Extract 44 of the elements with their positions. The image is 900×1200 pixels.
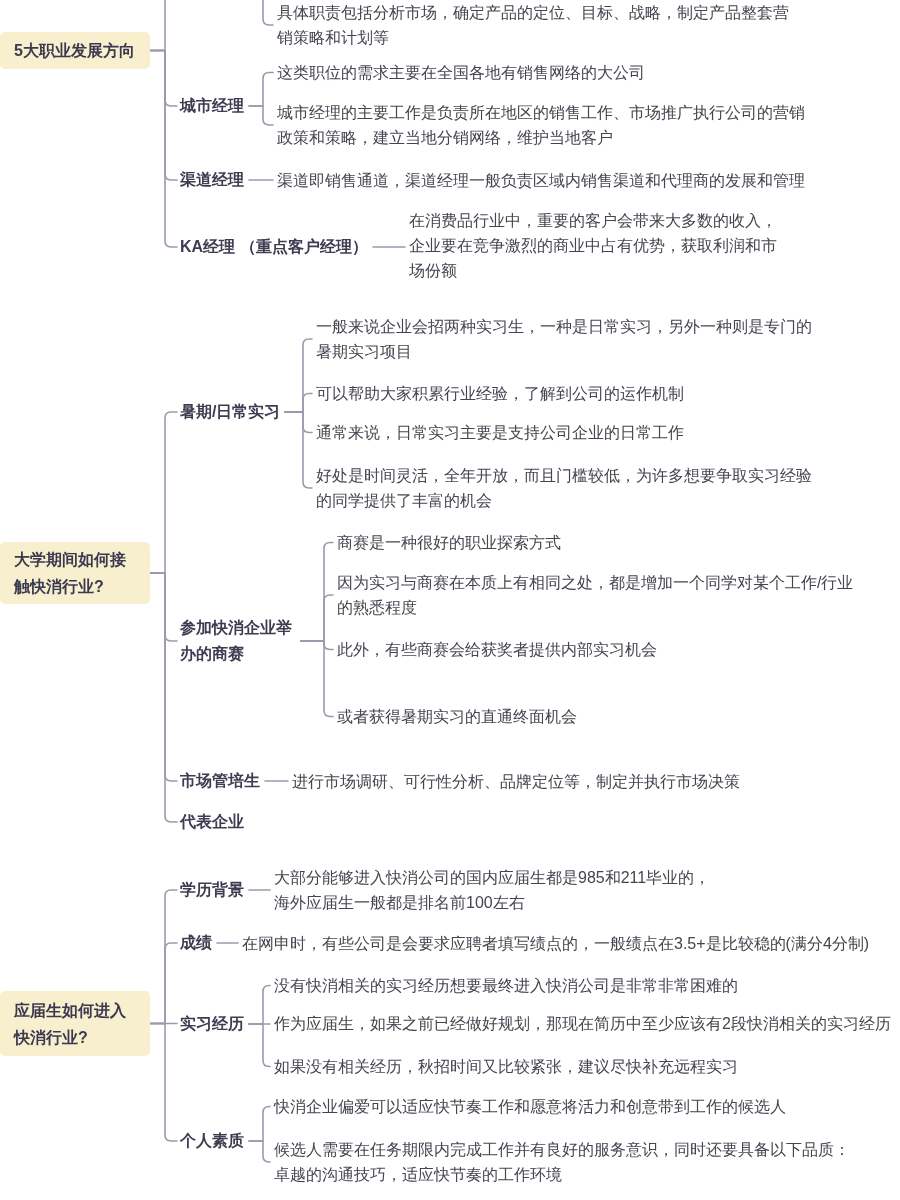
subtopic-label: KA经理 （重点客户经理） xyxy=(180,234,368,260)
subtopic-label: 渠道经理 xyxy=(180,167,244,193)
connector-line xyxy=(372,246,406,248)
note-text: 因为实习与商赛在本质上有相同之处，都是增加一个同学对某个工作/行业的熟悉程度 xyxy=(337,569,865,620)
note-text: 在网申时，有些公司是会要求应聘者填写绩点的，一般绩点在3.5+是比较稳的(满分4分制) xyxy=(242,930,870,956)
subtopic-label: 学历背景 xyxy=(180,877,244,903)
topic-box: 应届生如何进入快消行业? xyxy=(0,991,150,1056)
note-text: 渠道即销售通道，渠道经理一般负责区域内销售渠道和代理商的发展和管理 xyxy=(277,167,805,193)
connector-line xyxy=(248,1140,271,1163)
subtopic-label: 实习经历 xyxy=(180,1010,244,1037)
topic-box: 5大职业发展方向 xyxy=(0,32,150,69)
note-text: 快消企业偏爱可以适应快节奏工作和愿意将活力和创意带到工作的候选人 xyxy=(274,1093,786,1119)
connector-line xyxy=(149,572,178,823)
note-text: 可以帮助大家积累行业经验，了解到公司的运作机制 xyxy=(316,380,684,406)
note-text: 在消费品行业中，重要的客户会带来大多数的收入，企业要在竞争激烈的商业中占有优势，获取利润和市场份额 xyxy=(409,207,781,283)
connector-line xyxy=(216,942,239,944)
note-text: 这类职位的需求主要在全国各地有销售网络的大公司 xyxy=(277,60,645,85)
subtopic-label: 暑期/日常实习 xyxy=(180,399,281,425)
subtopic-label: 个人素质 xyxy=(180,1128,244,1154)
connector-line xyxy=(248,179,274,181)
topic-box: 大学期间如何接触快消行业? xyxy=(0,542,150,604)
note-text: 此外，有些商赛会给获奖者提供内部实习机会 xyxy=(337,636,657,662)
connector-line xyxy=(248,105,274,126)
subtopic-label: 参加快消企业举办的商赛 xyxy=(180,615,296,667)
subtopic-label: 城市经理 xyxy=(180,93,244,119)
note-text: 或者获得暑期实习的直通终面机会 xyxy=(337,703,577,729)
note-text: 具体职责包括分析市场，确定产品的定位、目标、战略，制定产品整套营销策略和计划等 xyxy=(277,0,793,50)
note-text: 没有快消相关的实习经历想要最终进入快消公司是非常非常困难的 xyxy=(274,972,738,998)
subtopic-label: 代表企业 xyxy=(180,809,244,835)
connector-line xyxy=(264,780,289,782)
note-text: 商赛是一种很好的职业探索方式 xyxy=(337,529,561,555)
note-text: 作为应届生，如果之前已经做好规划，那现在简历中至少应该有2段快消相关的实习经历 xyxy=(274,1011,891,1036)
subtopic-label: 市场管培生 xyxy=(180,768,260,794)
note-text: 进行市场调研、可行性分析、品牌定位等，制定并执行市场决策 xyxy=(292,768,740,794)
connector-line xyxy=(248,889,271,891)
note-text: 城市经理的主要工作是负责所在地区的销售工作、市场推广执行公司的营销政策和策略，建立当地分销网络，维护当地客户 xyxy=(277,100,809,150)
note-text: 候选人需要在任务期限内完成工作并有良好的服务意识，同时还要具备以下品质：卓越的沟通技巧，适应快节奏的工作环境 xyxy=(274,1136,854,1187)
note-text: 好处是时间灵活，全年开放，而且门槛较低，为许多想要争取实习经验的同学提供了丰富的机会 xyxy=(316,462,816,513)
connector-line xyxy=(248,1023,271,1068)
note-text: 一般来说企业会招两种实习生，一种是日常实习，另外一种则是专门的暑期实习项目 xyxy=(316,313,816,364)
subtopic-label: 成绩 xyxy=(180,930,212,956)
note-text: 大部分能够进入快消公司的国内应届生都是985和211毕业的，海外应届生一般都是排名前100左右 xyxy=(274,864,719,915)
note-text: 通常来说，日常实习主要是支持公司企业的日常工作 xyxy=(316,419,684,445)
note-text: 如果没有相关经历，秋招时间又比较紧张，建议尽快补充远程实习 xyxy=(274,1053,738,1079)
